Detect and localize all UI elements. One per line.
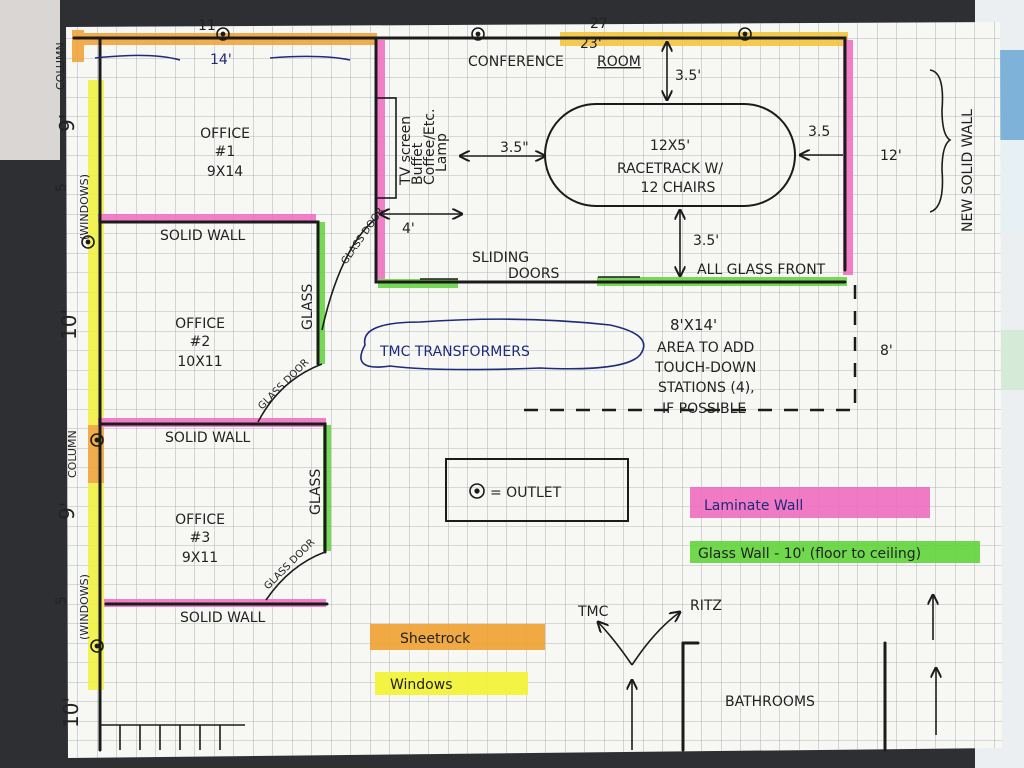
table-desc: RACETRACK W/ bbox=[617, 161, 723, 177]
new-solid-wall-label: NEW SOLID WALL bbox=[960, 109, 976, 232]
table-chairs: 12 CHAIRS bbox=[641, 180, 716, 196]
dim-windows2-note: (WINDOWS) bbox=[78, 574, 91, 640]
svg-text:IF POSSIBLE: IF POSSIBLE bbox=[662, 401, 746, 417]
outlet-legend-label: = OUTLET bbox=[490, 485, 562, 501]
solid-wall-label: SOLID WALL bbox=[160, 228, 246, 244]
laminate-highlight-conf-left bbox=[375, 40, 385, 280]
area-depth: 8' bbox=[880, 343, 893, 359]
legend-windows: Windows bbox=[390, 677, 453, 693]
office-number: #1 bbox=[215, 144, 236, 160]
outlet-icon bbox=[469, 483, 485, 499]
glass-highlight-office2 bbox=[317, 222, 325, 364]
outlets bbox=[81, 27, 752, 653]
direction-ritz: RITZ bbox=[690, 598, 722, 614]
office-size: 9X11 bbox=[182, 550, 218, 566]
background-paper bbox=[0, 0, 60, 160]
svg-text:Buffet: Buffet bbox=[410, 142, 426, 185]
laminate-highlight-office1 bbox=[98, 214, 316, 223]
glass-highlight-office3 bbox=[323, 425, 331, 551]
solid-wall-label: SOLID WALL bbox=[165, 430, 251, 446]
conference-width: 23' bbox=[580, 36, 602, 52]
table-size: 12X5' bbox=[650, 138, 690, 154]
dim-windows2: 5 bbox=[54, 596, 70, 605]
conference-room: CONFERENCE ROOM 12X5' RACETRACK W/ 12 CH… bbox=[380, 42, 843, 282]
dim-bottom: 10' bbox=[59, 697, 83, 728]
svg-text:AREA TO ADD: AREA TO ADD bbox=[657, 340, 754, 356]
left-dimensions: COLUMN 9' 5 (WINDOWS) 10' COLUMN 9' 5 (W… bbox=[54, 42, 91, 728]
glass-door-office3 bbox=[265, 551, 326, 601]
office-number: #3 bbox=[190, 530, 211, 546]
outlet-icon bbox=[471, 27, 485, 41]
svg-text:TOUCH-DOWN: TOUCH-DOWN bbox=[654, 360, 756, 376]
solid-wall-label: SOLID WALL bbox=[180, 610, 266, 626]
sideboard-labels: TV screen Buffet Coffee/Etc. Lamp bbox=[398, 109, 450, 186]
office-size: 9X14 bbox=[207, 164, 243, 180]
dim-office3: 9' bbox=[55, 502, 79, 520]
column-label-top: COLUMN bbox=[54, 42, 67, 90]
glass-label: GLASS bbox=[308, 469, 324, 515]
clearance-top: 3.5' bbox=[675, 68, 701, 84]
outlet-legend: = OUTLET bbox=[445, 458, 629, 522]
outlet-icon bbox=[216, 27, 230, 41]
outlet-icon bbox=[90, 433, 104, 447]
new-wall-brace bbox=[929, 69, 952, 213]
dim-windows1: 5 bbox=[54, 183, 70, 192]
touchdown-area-note: 8'X14' AREA TO ADD TOUCH-DOWN STATIONS (… bbox=[654, 316, 756, 417]
dim-office1-windows: 9' bbox=[55, 114, 79, 132]
top-dim-left: 11 bbox=[198, 18, 216, 34]
outlet-icon bbox=[738, 27, 752, 41]
office1-width: 14' bbox=[210, 52, 232, 68]
graph-paper bbox=[66, 22, 1002, 758]
walls bbox=[72, 36, 887, 752]
laminate-highlight-conf-right bbox=[843, 40, 853, 275]
bathroom-walls bbox=[681, 641, 887, 752]
outlet-icon bbox=[90, 639, 104, 653]
legend-sheetrock: Sheetrock bbox=[400, 631, 471, 647]
office-name: OFFICE bbox=[200, 126, 250, 142]
dim-office2: 10' bbox=[57, 309, 81, 340]
conference-title-b: ROOM bbox=[597, 54, 641, 70]
outlet-icon bbox=[81, 235, 95, 249]
legend-laminate: Laminate Wall bbox=[704, 498, 803, 514]
touchdown-area-boundary bbox=[520, 285, 857, 412]
legend-glass: Glass Wall - 10' (floor to ceiling) bbox=[698, 546, 921, 562]
conference-title-a: CONFERENCE bbox=[468, 54, 564, 70]
glass-door-office2 bbox=[321, 219, 375, 331]
dim-windows1-note: (WINDOWS) bbox=[78, 174, 91, 240]
column-highlight-top bbox=[72, 30, 84, 62]
office-name: OFFICE bbox=[175, 512, 225, 528]
bathrooms-label: BATHROOMS bbox=[725, 694, 815, 710]
direction-arrows: TMC RITZ bbox=[577, 595, 936, 750]
glass-label: GLASS bbox=[300, 284, 316, 330]
team-label: TMC TRANSFORMERS bbox=[379, 344, 530, 360]
column-label-mid: COLUMN bbox=[66, 430, 79, 478]
glass-front-label: ALL GLASS FRONT bbox=[697, 262, 826, 278]
glass-door-office3-top bbox=[257, 363, 323, 423]
sliding-doors-label: SLIDING bbox=[472, 250, 529, 266]
office-3: OFFICE #3 9X11 bbox=[175, 512, 225, 566]
office-2: OFFICE #2 10X11 bbox=[175, 316, 225, 370]
sliding-doors-label: DOORS bbox=[508, 266, 560, 282]
color-legend: Laminate Wall Glass Wall - 10' (floor to… bbox=[370, 487, 980, 695]
office-number: #2 bbox=[190, 334, 211, 350]
svg-text:Coffee/Etc.: Coffee/Etc. bbox=[422, 109, 438, 185]
svg-text:STATIONS (4),: STATIONS (4), bbox=[658, 380, 755, 396]
sideboard bbox=[375, 97, 397, 199]
direction-tmc: TMC bbox=[577, 604, 609, 620]
top-dim-right: 27 bbox=[590, 16, 608, 32]
clearance-right: 3.5 bbox=[808, 124, 830, 140]
office1-width-brace bbox=[94, 54, 351, 61]
svg-text:8'X14': 8'X14' bbox=[670, 316, 717, 334]
svg-text:TV screen: TV screen bbox=[398, 116, 414, 186]
clearance-left: 3.5" bbox=[500, 140, 529, 156]
stairs bbox=[99, 724, 245, 750]
office-1: OFFICE #1 9X14 bbox=[200, 126, 250, 180]
office-size: 10X11 bbox=[177, 354, 222, 370]
team-label-cloud: TMC TRANSFORMERS bbox=[360, 318, 645, 371]
clearance-bottom: 3.5' bbox=[693, 233, 719, 249]
wall-height: 12' bbox=[880, 148, 902, 164]
door-clearance: 4' bbox=[402, 221, 415, 237]
svg-text:Lamp: Lamp bbox=[434, 133, 450, 172]
office-name: OFFICE bbox=[175, 316, 225, 332]
